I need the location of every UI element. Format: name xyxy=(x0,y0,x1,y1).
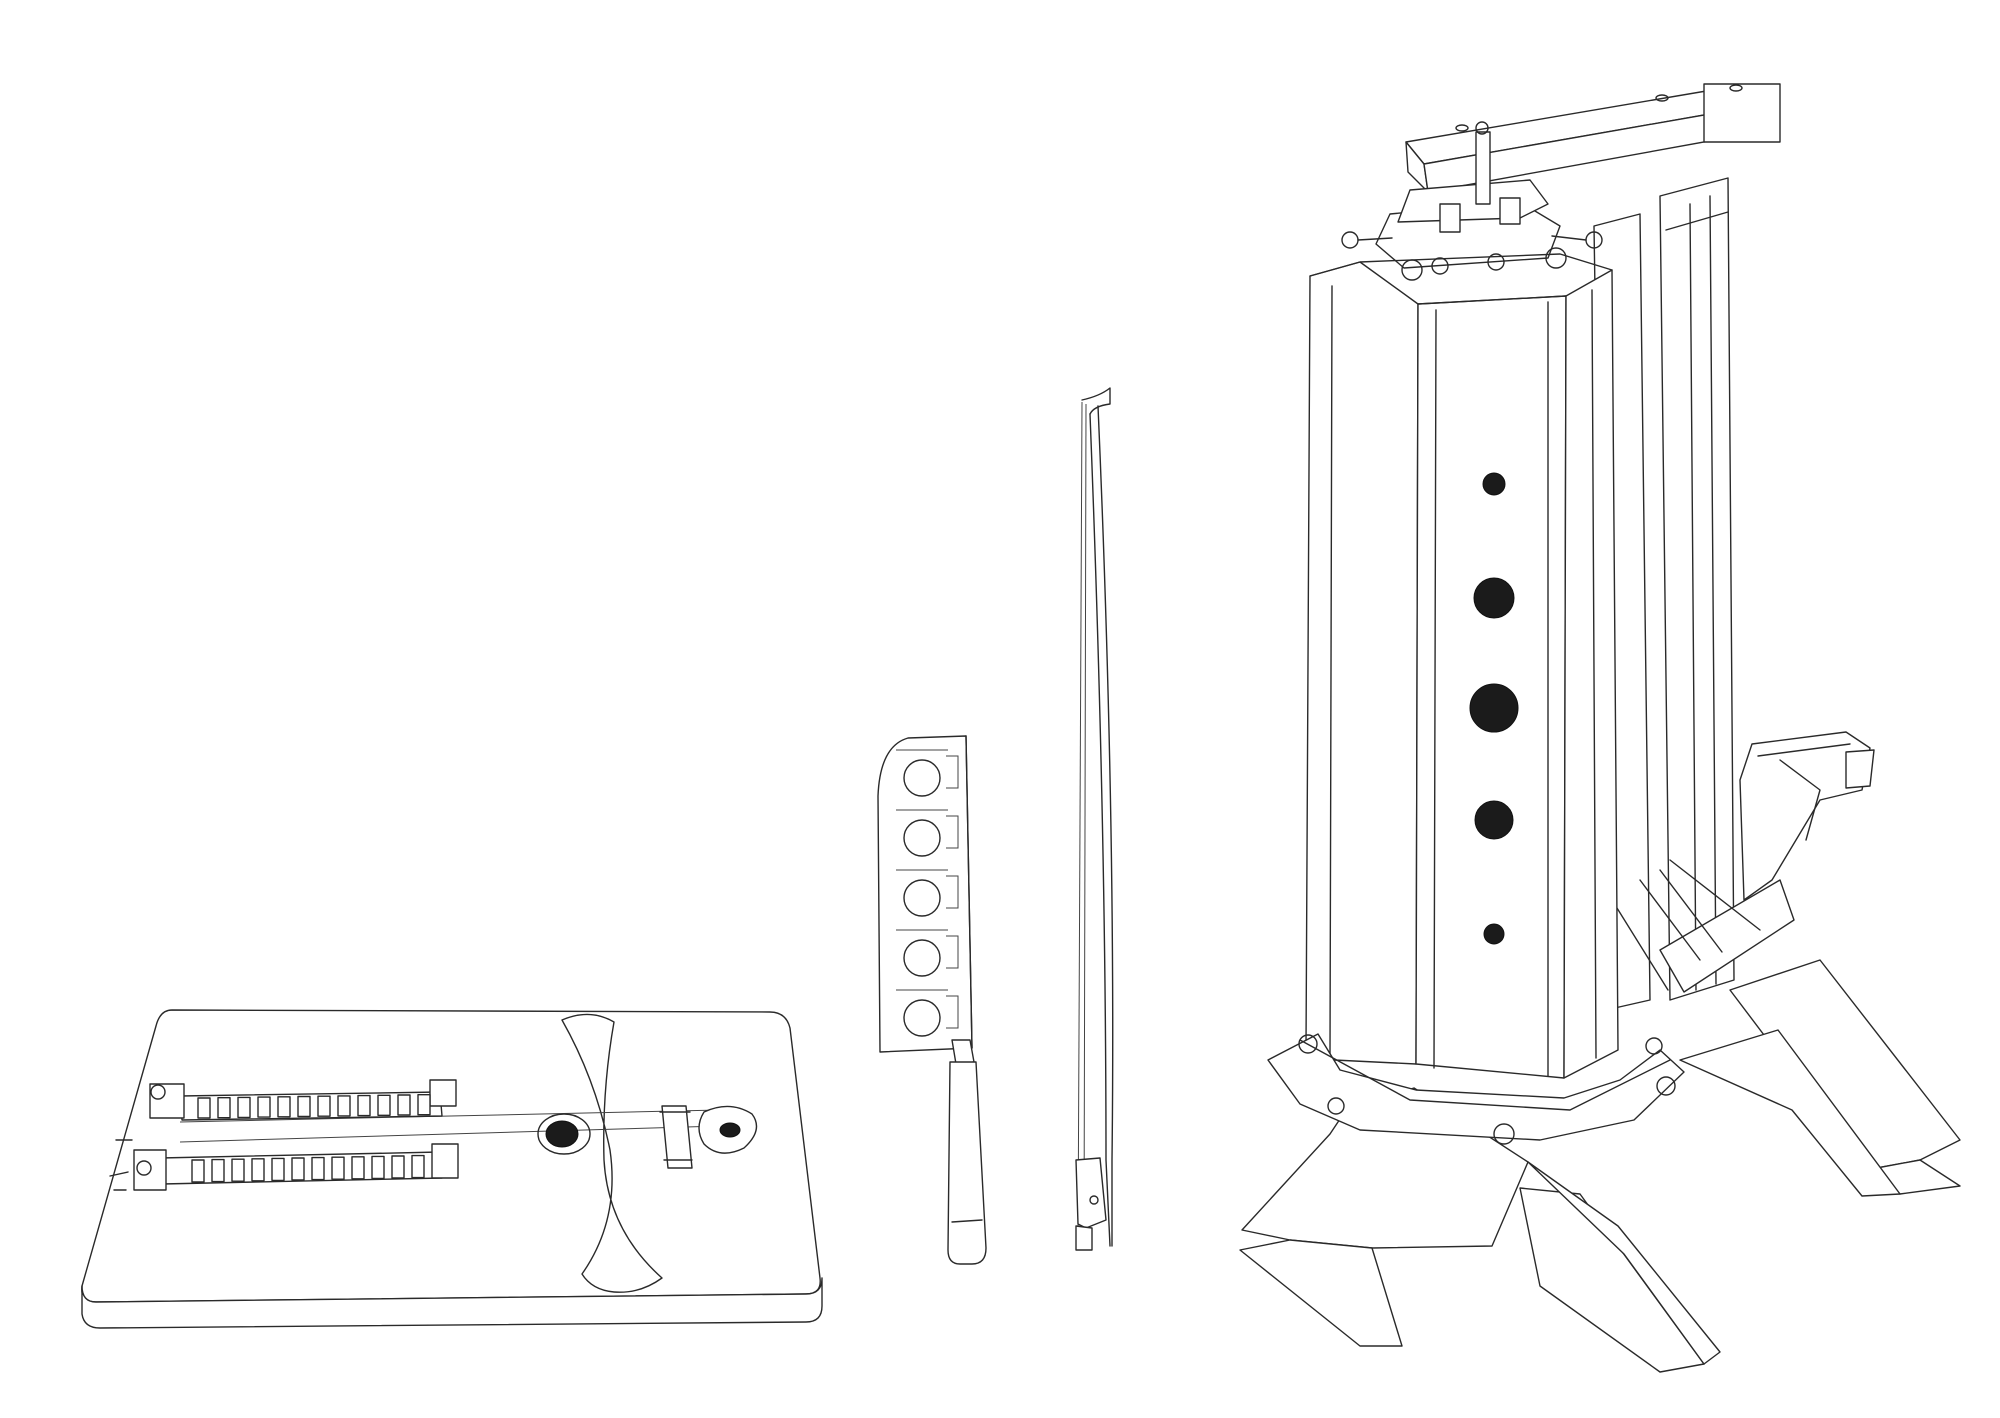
blade-rib xyxy=(896,869,959,909)
key-lower xyxy=(351,1156,365,1180)
keys xyxy=(191,1093,431,1183)
blade-ring xyxy=(903,999,941,1037)
key-lower xyxy=(311,1156,325,1181)
octagonal-column-machine-icon xyxy=(1239,83,1961,1373)
key-upper xyxy=(377,1094,391,1117)
key-lower xyxy=(191,1159,205,1183)
key-lower xyxy=(211,1158,225,1183)
blade-ring xyxy=(903,819,941,857)
column-hole xyxy=(1474,800,1514,840)
key-lower xyxy=(331,1156,345,1180)
key-lower xyxy=(371,1155,385,1180)
key-lower xyxy=(231,1158,245,1182)
key-lower xyxy=(251,1158,265,1182)
key-lower xyxy=(271,1157,285,1182)
key-lower xyxy=(391,1155,405,1179)
key-upper xyxy=(197,1097,211,1119)
blade-rib xyxy=(896,989,959,1029)
column-hole xyxy=(1483,923,1505,945)
blade-rib xyxy=(896,749,959,789)
key-upper xyxy=(257,1096,271,1118)
key-upper xyxy=(297,1095,311,1118)
key-upper xyxy=(397,1094,411,1116)
column-hole xyxy=(1469,683,1519,733)
key-upper xyxy=(237,1096,251,1119)
key-lower xyxy=(291,1157,305,1181)
blade-ring xyxy=(903,939,941,977)
column-holes xyxy=(1469,472,1519,945)
column-hole xyxy=(1473,577,1515,619)
key-upper xyxy=(277,1096,291,1118)
instrument-board-icon xyxy=(81,1009,823,1329)
blade-rings xyxy=(896,749,959,1037)
blade-ring xyxy=(903,759,941,797)
key-upper xyxy=(217,1096,231,1119)
violin-bow-icon xyxy=(1075,387,1114,1251)
key-upper xyxy=(337,1095,351,1117)
blade-rib xyxy=(896,929,959,969)
key-upper xyxy=(417,1093,431,1116)
key-upper xyxy=(317,1095,331,1117)
key-lower xyxy=(411,1154,425,1179)
blade-rib xyxy=(896,809,959,849)
blade-ring xyxy=(903,879,941,917)
key-upper xyxy=(357,1094,371,1117)
column-hole xyxy=(1482,472,1506,496)
perforated-blade-icon xyxy=(877,735,987,1265)
